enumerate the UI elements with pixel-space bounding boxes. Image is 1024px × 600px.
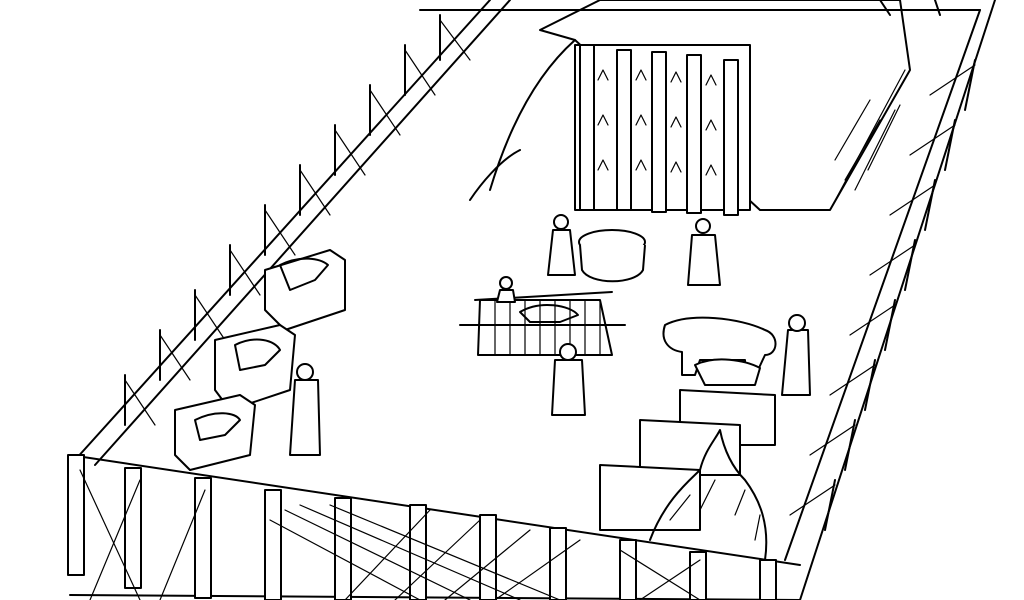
priest-figures	[289, 214, 811, 456]
front-gate-curtain	[79, 469, 701, 600]
courtyard-right-fence	[784, 0, 996, 600]
bronze-altar	[459, 291, 626, 356]
courtyard-back-fence	[419, 0, 981, 16]
tent-pillars	[579, 44, 739, 216]
bronze-laver	[578, 229, 646, 283]
right-tables	[599, 389, 776, 531]
left-slaughter-tables	[174, 249, 346, 471]
courtyard-left-fence	[74, 0, 511, 466]
tabernacle-tent	[469, 0, 911, 216]
bush	[649, 429, 768, 561]
sacrificial-animals	[662, 316, 777, 386]
tent-curtain-pattern	[597, 69, 717, 176]
courtyard-front-fence	[67, 454, 801, 600]
